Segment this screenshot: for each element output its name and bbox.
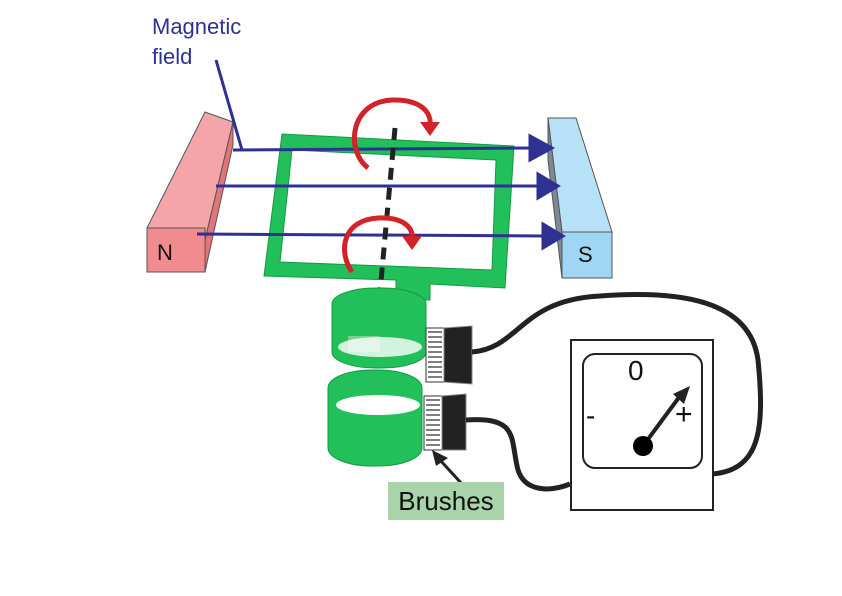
brush-upper [425,325,473,385]
field-arrow-middle [536,171,561,201]
brushes-label-bg [388,482,504,520]
meter-needle-icon [641,394,682,448]
slip-ring-lower [327,369,423,467]
south-magnet [547,117,613,279]
field-arrow-bottom [541,221,566,251]
circuit-wires [465,292,764,492]
field-line-top [232,146,533,152]
wire-lower [465,417,571,492]
brushes-label: Brushes [398,486,494,516]
meter-plus-label: + [675,398,693,431]
magnetic-field-label-line2: field [152,44,193,69]
rotation-arrow-bottom [342,215,422,274]
meter-minus-label: - [586,400,596,431]
field-line-bottom [196,232,546,238]
field-label-pointer [214,59,244,151]
meter-face [582,353,703,469]
brush-label-pointer [432,450,464,486]
wire-upper [471,292,764,477]
field-arrow-top [528,133,556,163]
magnetic-field-label-line1: Magnetic [152,14,242,39]
magnetic-field-lines [196,59,566,251]
curved-arrow-icon [351,97,433,170]
slip-rings [327,287,427,467]
north-pole-label: N [157,240,173,265]
south-pole-label: S [578,242,593,267]
meter-pivot [633,436,653,456]
rotation-arrow-top [351,97,440,170]
brush-lower [423,393,467,451]
meter-zero-label: 0 [628,355,644,386]
curved-arrow-icon [342,215,415,274]
magnetic-field-label: Magnetic field [152,12,241,72]
rotation-axis [377,127,398,293]
galvanometer [570,339,714,511]
